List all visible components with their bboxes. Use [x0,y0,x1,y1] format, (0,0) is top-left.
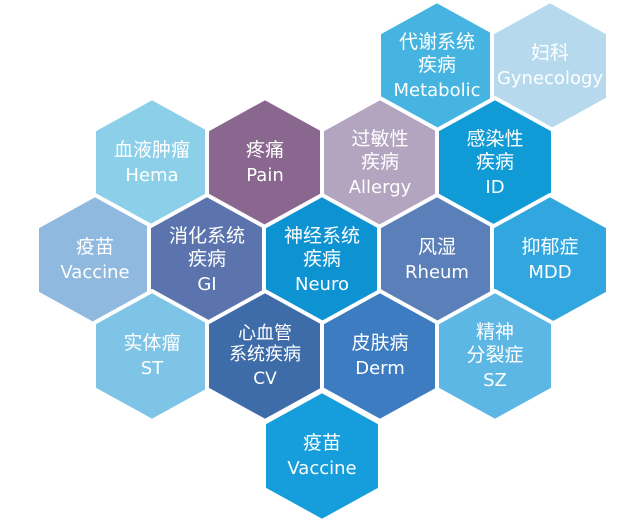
hex-cell-derm: 皮肤病 Derm [320,289,440,423]
english-label: Derm [355,358,405,380]
chinese-label-line: 抑郁症 [521,236,579,259]
english-label: MDD [528,262,572,284]
hex-label: 实体瘤 ST [92,291,212,421]
hex-label: 感染性疾病 ID [435,98,555,228]
chinese-label-line: 妇科 [530,42,569,65]
hex-label: 神经系统疾病 Neuro [262,195,382,325]
chinese-label-line: 疾病 [360,150,399,173]
chinese-label-line: 血液肿瘤 [113,139,190,162]
hex-label: 疼痛 Pain [205,98,325,228]
hex-label: 精神分裂症 SZ [435,291,555,421]
chinese-label-line: 皮肤病 [351,332,409,355]
hex-label: 过敏性疾病 Allergy [320,98,440,228]
hex-cell-vaccine-left: 疫苗 Vaccine [35,193,155,327]
english-label: Neuro [295,273,349,295]
chinese-label-line: 疾病 [302,247,341,270]
chinese-label-line: 过敏性 [351,127,409,150]
chinese-label-line: 代谢系统 [398,30,475,53]
english-label: Gynecology [496,68,604,90]
english-label: ID [485,176,505,198]
english-label: CV [253,368,277,389]
hex-cell-hema: 血液肿瘤 Hema [92,96,212,230]
hexagon-shape [262,389,382,523]
hex-cell-mdd: 抑郁症 MDD [490,193,610,327]
hexagon-fill [262,389,382,523]
chinese-label-line: 分裂症 [466,343,524,366]
hexagon-fill [435,289,555,423]
hex-label: 风湿 Rheum [377,195,497,325]
english-label: GI [197,273,217,295]
hex-cell-sz: 精神分裂症 SZ [435,289,555,423]
english-label: SZ [483,369,507,391]
chinese-label-line: 风湿 [417,236,456,259]
hex-label: 疫苗 Vaccine [35,195,155,325]
chinese-label-line: 疾病 [417,53,456,76]
english-label: Vaccine [287,458,357,480]
hex-label: 消化系统疾病 GI [147,195,267,325]
chinese-label-line: 精神 [475,320,514,343]
english-label: Vaccine [60,262,130,284]
chinese-label-line: 神经系统 [283,224,360,247]
hex-cell-vaccine-bottom: 疫苗 Vaccine [262,389,382,523]
chinese-label-line: 疾病 [187,247,226,270]
hex-cell-id: 感染性疾病 ID [435,96,555,230]
hex-label: 疫苗 Vaccine [262,391,382,521]
english-label: Allergy [348,176,412,198]
english-label: Rheum [405,262,469,284]
hex-label: 血液肿瘤 Hema [92,98,212,228]
chinese-label-line: 实体瘤 [123,332,181,355]
english-label: Pain [246,165,284,187]
hex-cell-gynecology: 妇科 Gynecology [490,0,610,133]
chinese-label-line: 疫苗 [302,432,341,455]
hex-label: 妇科 Gynecology [490,1,610,131]
hex-label: 皮肤病 Derm [320,291,440,421]
chinese-label-line: 系统疾病 [229,344,301,366]
chinese-label-line: 疫苗 [75,236,114,259]
english-label: ST [140,358,164,380]
hex-cell-st: 实体瘤 ST [92,289,212,423]
chinese-label-line: 疾病 [475,150,514,173]
english-label: Metabolic [393,79,481,101]
chinese-label-line: 心血管 [238,322,292,344]
chinese-label-line: 疼痛 [245,139,284,162]
hex-label: 代谢系统疾病 Metabolic [377,1,497,131]
hex-cell-allergy: 过敏性疾病 Allergy [320,96,440,230]
hex-label: 抑郁症 MDD [490,195,610,325]
hexagon-shape [435,289,555,423]
chinese-label-line: 消化系统 [168,224,245,247]
chinese-label-line: 感染性 [466,127,524,150]
english-label: Hema [125,165,179,187]
